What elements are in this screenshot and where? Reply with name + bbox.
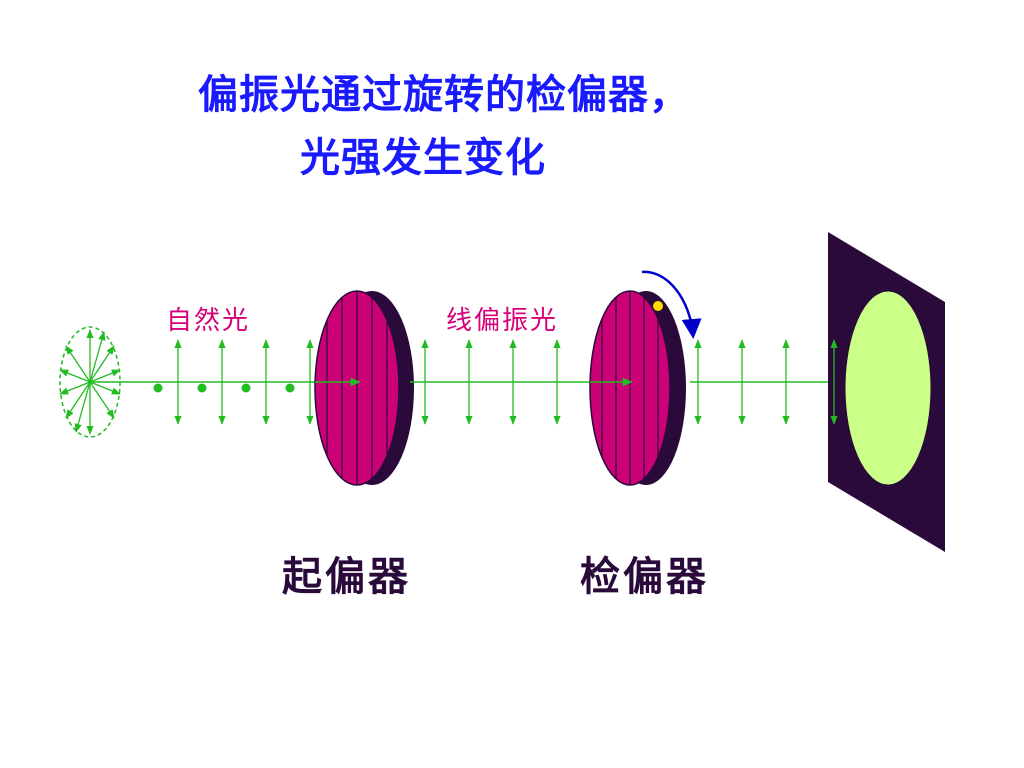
natural-perpendicular-dots: [153, 383, 295, 393]
observation-screen: [828, 232, 945, 552]
linear-polarized-light-label: 线偏振光: [446, 306, 559, 336]
analyzer-label: 检偏器: [580, 553, 709, 600]
linear-vibration-arrows: [421, 339, 561, 425]
natural-light-source: [59, 326, 121, 438]
title-line-1: 偏振光通过旋转的检偏器，: [198, 71, 690, 118]
natural-light-beam: [90, 339, 362, 425]
light-spot: [844, 290, 932, 486]
title-line-2: 光强发生变化: [300, 134, 546, 181]
transmitted-light-beam: [690, 339, 850, 425]
source-vibration-arrows: [59, 329, 121, 435]
polarizer-disk: [314, 290, 414, 486]
analyzer-disk: [589, 290, 686, 486]
natural-light-label: 自然光: [166, 306, 251, 336]
rotation-marker-dot: [653, 301, 663, 311]
polarizer-label: 起偏器: [282, 553, 411, 600]
rotation-arrow-icon: [641, 270, 702, 339]
transmitted-vibration-arrows: [694, 339, 790, 425]
natural-vibration-arrows: [174, 339, 314, 425]
